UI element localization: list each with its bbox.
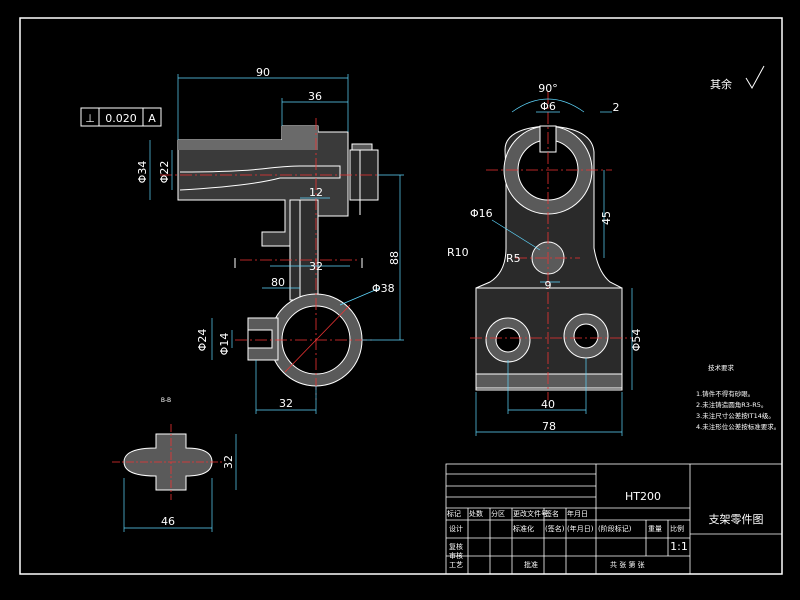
dim-bore-diam: Φ34 bbox=[136, 161, 149, 184]
dim-lines-right bbox=[475, 98, 633, 436]
flange-top bbox=[351, 143, 373, 151]
dim-small-hole: Φ6 bbox=[540, 100, 556, 113]
tb-scale-label: 比例 bbox=[670, 524, 684, 533]
sheet-border bbox=[19, 17, 783, 575]
tb-sign: (签名) bbox=[545, 524, 565, 533]
dim-height: 88 bbox=[388, 251, 401, 265]
dim-hole-pitch: 40 bbox=[541, 398, 555, 411]
note-4: 4.未注形位公差按标准要求。 bbox=[696, 422, 780, 431]
tolerance-frame: ⊥ 0.020 A bbox=[80, 107, 162, 127]
dim-slot-width: 12 bbox=[309, 186, 323, 199]
section-width: 46 bbox=[161, 515, 175, 528]
dim-overall-length: 90 bbox=[256, 66, 270, 79]
arm-hatch bbox=[178, 126, 318, 150]
side-centerlines bbox=[470, 92, 632, 400]
dim-fillet-outer: R10 bbox=[447, 246, 469, 259]
roughness-icon bbox=[745, 65, 765, 90]
dim-height-45: 45 bbox=[600, 211, 613, 225]
tb-h0: 标记 bbox=[447, 509, 461, 518]
dim-mid-hole: Φ16 bbox=[470, 207, 493, 220]
side-view: 90° Φ6 2 Φ16 45 R10 R5 9 Φ54 40 78 bbox=[447, 82, 643, 436]
note-3: 3.未注尺寸公差按IT14级。 bbox=[696, 411, 775, 420]
dim-gap: 2 bbox=[613, 101, 620, 114]
front-view: 90 36 Φ34 Φ22 12 88 32 80 Φ38 Φ24 Φ14 32 bbox=[136, 66, 404, 414]
tolerance-value: 0.020 bbox=[105, 112, 137, 125]
dim-lines-left bbox=[149, 74, 404, 414]
side-hole bbox=[247, 329, 273, 349]
tb-review: 复核 bbox=[449, 542, 463, 551]
arm-inner bbox=[179, 165, 341, 191]
dim-base-height: Φ54 bbox=[630, 329, 643, 352]
note-2: 2.未注铸造圆角R3-R5。 bbox=[696, 400, 767, 409]
tb-h5: 年月日 bbox=[567, 509, 588, 518]
dim-inner-diam: Φ22 bbox=[158, 161, 171, 184]
tb-std: 标准化 bbox=[513, 524, 534, 533]
material: HT200 bbox=[625, 490, 661, 503]
dim-boss-diam: Φ38 bbox=[372, 282, 395, 295]
section-dims bbox=[123, 434, 237, 532]
stem bbox=[289, 199, 319, 301]
dim-small-diam: Φ24 bbox=[196, 329, 209, 352]
dim-hole-diam: Φ14 bbox=[218, 333, 231, 356]
notes-title: 技术要求 bbox=[708, 363, 735, 372]
tb-craft: 工艺 bbox=[449, 561, 463, 569]
dim-center-gap: 9 bbox=[545, 279, 552, 292]
technical-notes: 技术要求 1.铸件不得有砂眼。 2.未注铸造圆角R3-R5。 3.未注尺寸公差按… bbox=[696, 363, 780, 431]
tb-check: 审核 bbox=[449, 551, 463, 560]
tb-date: (年月日) bbox=[567, 524, 594, 533]
section-height: 32 bbox=[222, 455, 235, 469]
tb-design: 设计 bbox=[449, 524, 463, 533]
tb-sheets: 共 张 第 张 bbox=[610, 560, 645, 569]
base-hole-right-inner bbox=[573, 323, 599, 349]
tb-approve: 批准 bbox=[524, 560, 538, 569]
base-hatch bbox=[475, 373, 623, 389]
perpendicularity-icon: ⊥ bbox=[85, 112, 95, 125]
tb-h4: 签名 bbox=[545, 509, 559, 518]
dim-bottom-len: 32 bbox=[279, 397, 293, 410]
scale: 1:1 bbox=[670, 540, 688, 553]
dim-offset: 80 bbox=[271, 276, 285, 289]
title-block bbox=[445, 463, 783, 575]
tb-weight: 重量 bbox=[648, 525, 662, 533]
part-name: 支架零件图 bbox=[709, 513, 764, 526]
roughness-label: 其余 bbox=[710, 77, 732, 91]
dim-top-length: 36 bbox=[308, 90, 322, 103]
note-1: 1.铸件不得有砂眼。 bbox=[696, 389, 754, 398]
tolerance-datum: A bbox=[148, 112, 156, 125]
tb-h3: 更改文件号 bbox=[513, 509, 548, 518]
dim-fillet-inner: R5 bbox=[506, 252, 521, 265]
dim-base-width: 78 bbox=[542, 420, 556, 433]
arm-outline bbox=[177, 125, 349, 301]
dim-angle: 90° bbox=[538, 82, 558, 95]
tb-h1: 处数 bbox=[469, 509, 483, 518]
section-view: B-B 46 32 bbox=[112, 397, 237, 532]
tb-h2: 分区 bbox=[491, 509, 505, 518]
section-label: B-B bbox=[161, 397, 171, 404]
tb-stage: (阶段标记) bbox=[598, 524, 632, 533]
centerline-diag bbox=[284, 304, 351, 373]
dim-boss-width: 32 bbox=[309, 260, 323, 273]
base-hole-left-inner bbox=[495, 327, 521, 353]
